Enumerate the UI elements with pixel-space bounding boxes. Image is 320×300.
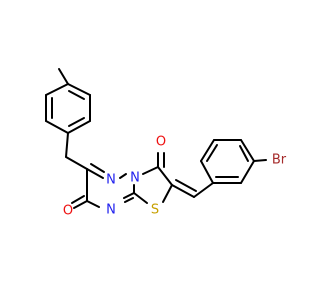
bond-bromophenyl-inner-1 xyxy=(206,144,218,162)
bond-n4-c3 xyxy=(142,166,159,175)
bond-tolyl-inner-1 xyxy=(68,90,85,100)
atom-n-triazine-bottom: N xyxy=(106,203,116,218)
bond-c3-c2 xyxy=(157,166,173,186)
bond-bromophenyl-5 xyxy=(240,160,255,184)
bond-bromophenyl-4 xyxy=(240,139,255,162)
bond-ch2-triazine xyxy=(65,156,88,170)
atom-n-bridgehead: N xyxy=(130,171,140,186)
bond-tolyl-4 xyxy=(45,120,69,134)
bond-methyl xyxy=(58,68,69,85)
bond-c-br xyxy=(253,159,267,162)
atom-o-lower: O xyxy=(63,204,73,219)
atom-o-upper: O xyxy=(156,135,166,150)
bond-tolyl-3 xyxy=(67,120,91,134)
bond-n5-n4-1 xyxy=(119,173,127,179)
bond-lines xyxy=(45,68,267,209)
bond-c7-o-double xyxy=(71,195,85,204)
bond-bromophenyl-inner-2 xyxy=(239,145,249,162)
bond-bromophenyl-1 xyxy=(200,160,214,184)
bond-tolyl-6 xyxy=(45,83,69,96)
bond-tolyl-ch2 xyxy=(65,132,69,158)
bond-n8-c7 xyxy=(86,200,100,208)
atom-s-thiazole: S xyxy=(151,203,159,218)
bond-c8a-n8 xyxy=(123,192,135,199)
bond-c6-n5 xyxy=(86,168,104,179)
bond-c2-methine xyxy=(171,184,195,198)
bond-tolyl-inner-2 xyxy=(68,117,85,127)
atom-n-triazine-top: N xyxy=(106,173,116,188)
bond-tolyl-1 xyxy=(67,83,91,96)
bond-c2-s xyxy=(162,184,173,203)
bond-s-c8a xyxy=(133,192,148,204)
bond-c2-methine-double xyxy=(175,179,197,192)
bond-c6-n5-double xyxy=(90,163,105,173)
atom-br: Br xyxy=(272,153,287,168)
chemical-structure-diagram: N N N O O S Br xyxy=(45,68,287,219)
bond-bromophenyl-2 xyxy=(200,139,215,162)
bond-c8a-n8-double xyxy=(124,197,134,203)
atom-labels: N N N O O S Br xyxy=(63,135,287,219)
bond-methine-aryl xyxy=(193,182,214,198)
bond-c7-o xyxy=(73,200,88,209)
